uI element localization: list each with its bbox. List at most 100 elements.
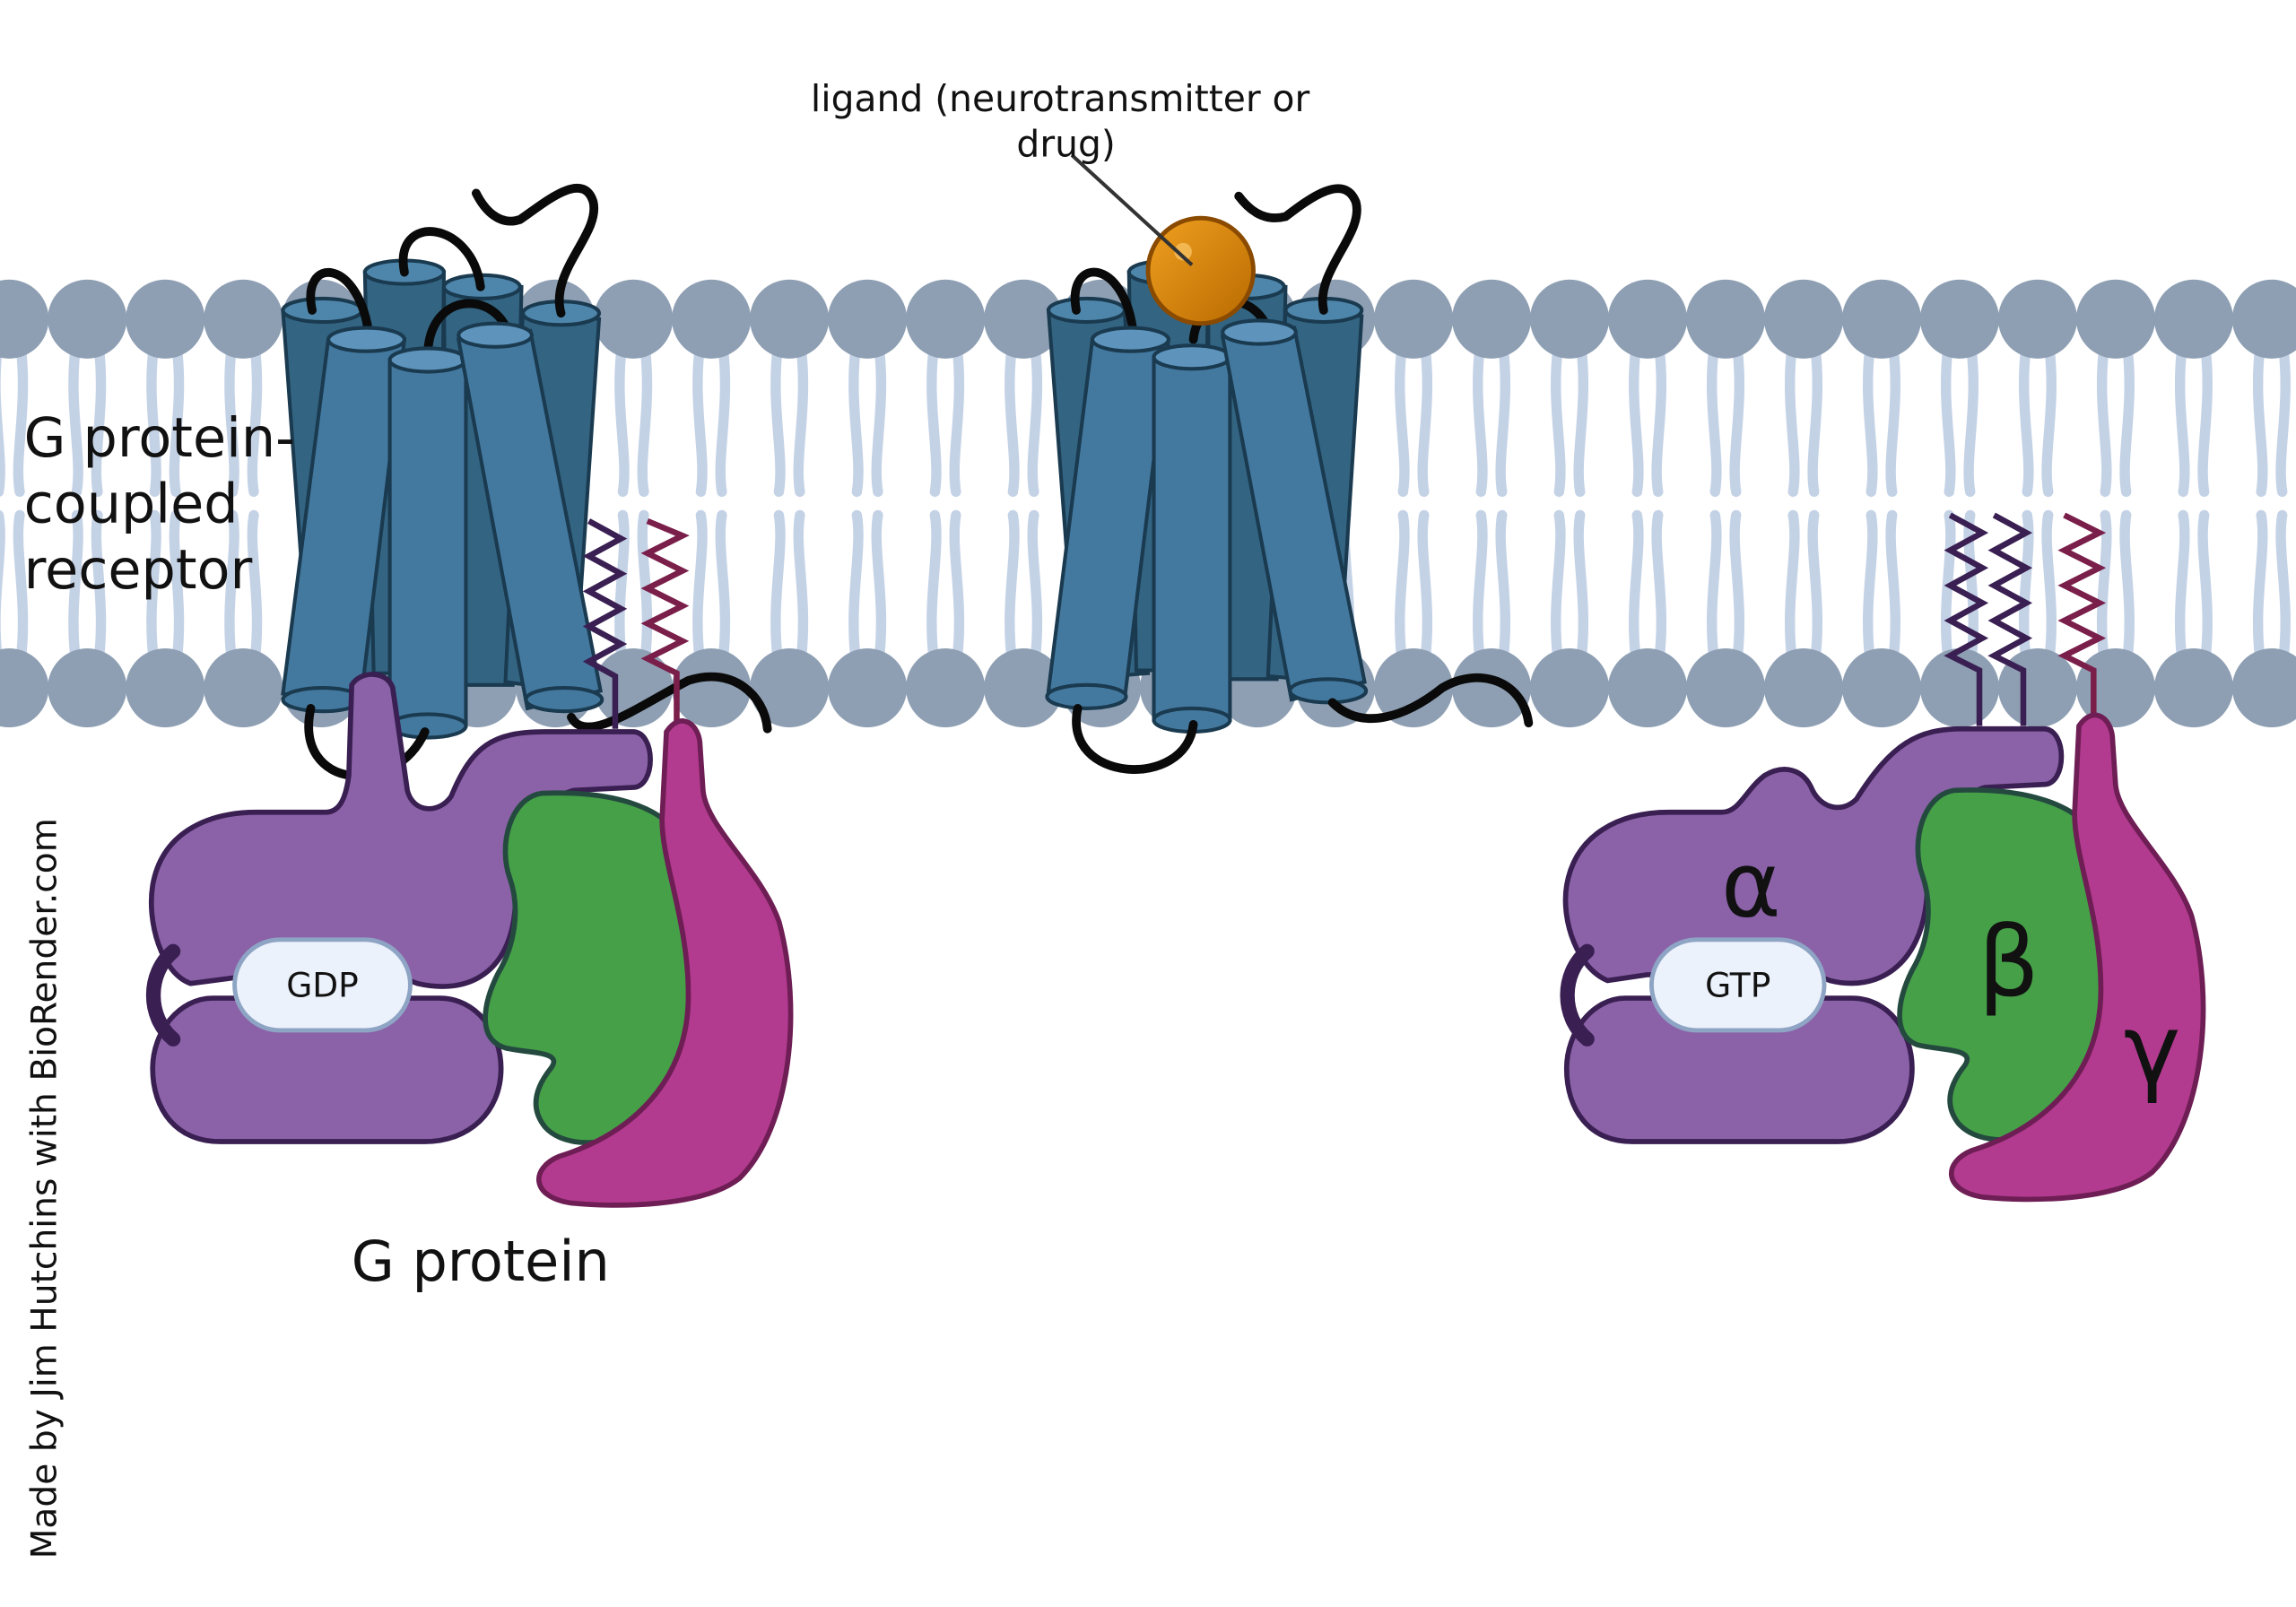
lipid-head <box>1685 279 1766 359</box>
lipid-tail <box>68 509 83 665</box>
ligand-label-line2: drug) <box>1016 123 1115 166</box>
lipid-tail <box>247 509 263 665</box>
lipid-head <box>1997 279 2078 359</box>
lipid-head <box>1529 648 1610 728</box>
lipid-head <box>1841 279 1922 359</box>
lipid-tail <box>2041 343 2057 498</box>
lipid-head <box>204 648 283 728</box>
lipid-tail <box>1729 343 1745 498</box>
lipid-tail <box>1707 509 1722 665</box>
lipid-tail <box>614 509 630 665</box>
lipid-head <box>1607 648 1688 728</box>
gdp-nucleotide: GDP <box>232 937 413 1033</box>
receptor-helix-front <box>387 346 468 740</box>
g-protein-active: GTP α β γ <box>1560 512 2206 1203</box>
lipid-head <box>0 279 49 359</box>
lipid-tail <box>1651 343 1667 498</box>
gpcr-label: G protein- coupled receptor <box>24 407 313 602</box>
lipid-tail <box>770 509 786 665</box>
lipid-head <box>750 279 830 359</box>
lipid-tail <box>715 343 731 498</box>
lipid-tail <box>1395 343 1410 498</box>
lipid-head <box>984 648 1064 728</box>
lipid-tail <box>1395 509 1410 665</box>
receptor-helix-front <box>1045 326 1171 710</box>
receptor-helix-front <box>1152 343 1232 734</box>
ligand-molecule <box>1145 215 1256 326</box>
lipid-tail <box>949 509 965 665</box>
lipid-tail <box>1885 343 1900 498</box>
lipid-tail <box>2041 509 2057 665</box>
receptor-helix-front <box>281 326 407 714</box>
lipid-tail <box>169 343 185 498</box>
lipid-tail <box>1417 343 1433 498</box>
lipid-head <box>1685 648 1766 728</box>
lipid-head <box>828 279 908 359</box>
lipid-tail <box>1417 509 1433 665</box>
lipid-tail <box>1785 343 1800 498</box>
lipid-tail <box>949 343 965 498</box>
lipid-tail <box>2018 343 2034 498</box>
lipid-tail <box>169 509 185 665</box>
lipid-tail <box>2252 509 2268 665</box>
g-protein-inactive: GDP <box>145 517 794 1208</box>
lipid-head <box>2231 279 2296 359</box>
beta-label: β <box>1978 907 2039 1019</box>
lipid-tail <box>1629 343 1644 498</box>
lipid-tail <box>2197 509 2213 665</box>
lipid-tail <box>1940 509 1956 665</box>
lipid-head <box>984 279 1064 359</box>
lipid-head <box>2231 648 2296 728</box>
lipid-tail <box>2197 343 2213 498</box>
lipid-head <box>672 279 752 359</box>
lipid-tail <box>1629 509 1644 665</box>
lipid-tail <box>926 343 942 498</box>
credit-text: Made by Jim Hutchins with BioRender.com <box>24 818 65 1559</box>
lipid-head <box>1997 648 2078 728</box>
lipid-tail <box>91 509 107 665</box>
lipid-tail <box>68 343 83 498</box>
gamma-label: γ <box>2124 995 2181 1107</box>
lipid-tail <box>146 509 161 665</box>
lipid-tail <box>146 343 161 498</box>
lipid-head <box>1763 279 1844 359</box>
lipid-tail <box>1473 343 1488 498</box>
lipid-tail <box>1551 509 1566 665</box>
lipid-head <box>126 648 205 728</box>
lipid-head <box>1451 648 1532 728</box>
lipid-head <box>594 279 674 359</box>
intracellular-loops <box>1072 673 1534 774</box>
lipid-head <box>2153 279 2234 359</box>
lipid-tail <box>1785 509 1800 665</box>
lipid-tail <box>91 343 107 498</box>
lipid-tail <box>2252 343 2268 498</box>
lipid-head <box>906 648 986 728</box>
lipid-tail <box>1551 343 1566 498</box>
lipid-head <box>0 648 49 728</box>
gtp-nucleotide: GTP <box>1648 937 1827 1033</box>
gtp-label: GTP <box>1705 965 1770 1004</box>
ligand-label-line1: ligand (neurotransmitter or <box>811 77 1310 120</box>
lipid-head <box>1919 279 2000 359</box>
lipid-tail <box>2119 509 2135 665</box>
lipid-tail <box>2119 343 2135 498</box>
lipid-tail <box>1473 509 1488 665</box>
lipid-tail <box>848 509 864 665</box>
lipid-head <box>1607 279 1688 359</box>
lipid-tail <box>1573 343 1589 498</box>
lipid-tail <box>1729 509 1745 665</box>
g-gamma-subunit <box>536 718 794 1208</box>
lipid-head <box>1373 648 1454 728</box>
lipid-tail <box>1807 509 1822 665</box>
lipid-tail <box>871 343 887 498</box>
lipid-tail <box>1651 509 1667 665</box>
lipid-head <box>48 279 127 359</box>
gpcr-receptor-inactive <box>281 184 772 781</box>
lipid-head <box>1529 279 1610 359</box>
lipid-head <box>204 279 283 359</box>
lipid-head <box>906 279 986 359</box>
lipid-head <box>1841 648 1922 728</box>
gpcr-receptor-active <box>1045 184 1534 774</box>
lipid-tail <box>1004 343 1020 498</box>
